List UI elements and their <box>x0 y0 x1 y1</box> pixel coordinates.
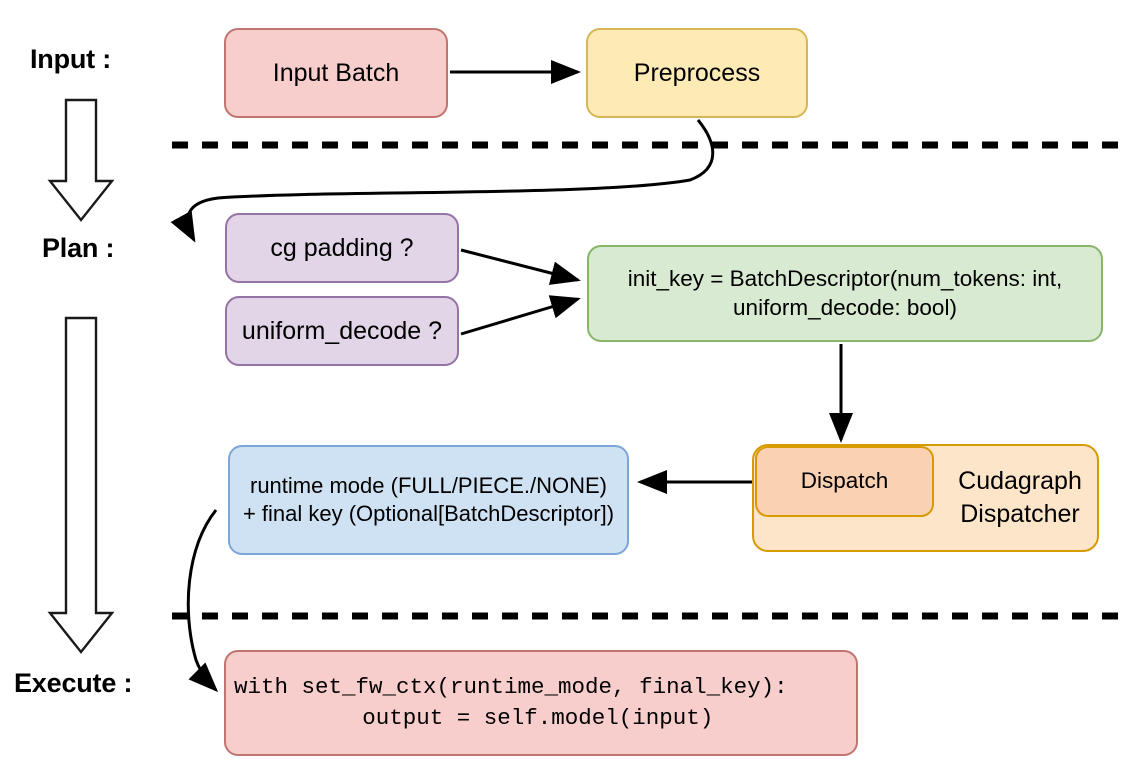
node-execute-code-line2: output = self.model(input) <box>308 705 714 731</box>
node-input-batch[interactable]: Input Batch <box>224 28 448 118</box>
node-init-key-line1: init_key = BatchDescriptor(num_tokens: i… <box>627 265 1063 291</box>
node-preprocess-label: Preprocess <box>633 59 761 87</box>
connector-uniform-decode-to-init-key <box>460 295 581 336</box>
node-uniform-decode[interactable]: uniform_decode ? <box>225 296 459 366</box>
node-cg-padding[interactable]: cg padding ? <box>225 213 459 283</box>
node-preprocess[interactable]: Preprocess <box>586 28 808 118</box>
node-execute-code-line1: with set_fw_ctx(runtime_mode, final_key)… <box>234 673 788 700</box>
stage-label-plan: Plan : <box>42 233 115 263</box>
node-init-key[interactable]: init_key = BatchDescriptor(num_tokens: i… <box>587 245 1103 342</box>
node-uniform-decode-label: uniform_decode ? <box>241 317 443 345</box>
node-cg-padding-label: cg padding ? <box>270 234 414 262</box>
node-dispatch-label: Dispatch <box>800 468 889 494</box>
node-init-key-line2: uniform_decode: bool) <box>733 294 957 320</box>
node-cudagraph-dispatcher-label: Cudagraph Dispatcher <box>940 465 1100 530</box>
node-runtime-mode-line2: + final key (Optional[BatchDescriptor]) <box>242 501 615 526</box>
node-runtime-mode-line1: runtime mode (FULL/PIECE./NONE) <box>250 472 607 498</box>
node-input-batch-label: Input Batch <box>272 59 400 87</box>
stage-label-execute: Execute : <box>14 668 133 698</box>
connector-runtime-mode-to-execute-code <box>186 509 219 693</box>
node-runtime-mode[interactable]: runtime mode (FULL/PIECE./NONE) + final … <box>228 445 629 555</box>
node-execute-code[interactable]: with set_fw_ctx(runtime_mode, final_key)… <box>224 650 858 756</box>
input-to-plan-arrow <box>47 98 115 222</box>
stage-label-input: Input : <box>30 44 112 74</box>
node-cudagraph-dispatcher-line2: Dispatcher <box>960 499 1080 528</box>
node-cudagraph-dispatcher-line1: Cudagraph <box>958 467 1082 495</box>
node-execute-code-text: with set_fw_ctx(runtime_mode, final_key)… <box>226 672 788 734</box>
connector-cg-padding-to-init-key <box>460 248 581 285</box>
plan-to-execute-arrow <box>47 316 115 654</box>
node-dispatch[interactable]: Dispatch <box>755 446 934 517</box>
